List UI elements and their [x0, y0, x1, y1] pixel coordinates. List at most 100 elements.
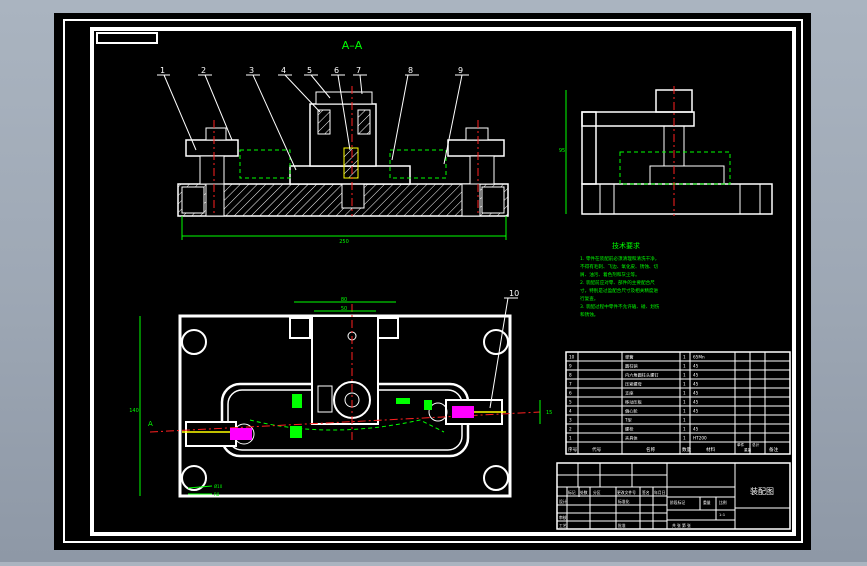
- tb-role-process: 工艺: [559, 523, 567, 528]
- side-bore: [599, 183, 615, 215]
- front-width-dim: 250: [339, 239, 349, 245]
- bom-cell-material: 45: [693, 427, 699, 432]
- plan-clamp-left: [185, 421, 237, 447]
- bom-cell-qty: 1: [683, 391, 686, 396]
- tech-requirements: 技术要求 1. 零件在装配前必须清理和清洗干净， 不得有毛刺、飞边、氧化皮、锈蚀…: [580, 241, 660, 318]
- balloon-1: 1: [160, 66, 165, 75]
- column-insert-right: [357, 109, 371, 135]
- sheet-outer-border: [63, 19, 803, 543]
- bom-cell-no: 2: [569, 427, 572, 432]
- bom-cell-qty: 1: [683, 409, 686, 414]
- bom-cell-qty: 1: [683, 355, 686, 360]
- bom-cell-qty: 1: [683, 400, 686, 405]
- bom-cell-name: 内六角圆柱头螺钉: [625, 372, 659, 379]
- balloon-10-leader: [489, 297, 509, 409]
- bom-cell-name: 夹具体: [625, 435, 638, 442]
- side-height-dim: 95: [559, 148, 565, 154]
- bom-header-weight: 重量: [744, 447, 752, 452]
- bom-cell-name: 压紧螺母: [625, 381, 642, 388]
- bom-cell-material: 45: [693, 364, 699, 369]
- plan-nut-left: [289, 317, 311, 339]
- bom-cell-material: 45: [693, 400, 699, 405]
- bom-cell-material: HT200: [693, 436, 707, 441]
- tech-req-line: 不得有毛刺、飞边、氧化皮、锈蚀、切: [580, 263, 659, 270]
- plan-locator-1: [292, 394, 302, 408]
- tech-req-title: 技术要求: [612, 241, 640, 250]
- bom-cell-material: 45: [693, 391, 699, 396]
- tb-role-review: 审核: [559, 515, 567, 520]
- bom-header-total-weight: 总计: [752, 442, 760, 447]
- tech-req-line: 1. 零件在装配前必须清理和清洗干净，: [580, 255, 659, 262]
- plan-view: 140 80 50 15 A Ø10 R8 10: [129, 289, 552, 498]
- tb-label-count: 处数: [580, 490, 588, 495]
- tech-req-line: 行复查。: [580, 295, 598, 302]
- bom-cell-material: 45: [693, 382, 699, 387]
- side-slot: [739, 183, 761, 215]
- column-top: [315, 91, 373, 105]
- bom-cell-qty: 1: [683, 382, 686, 387]
- section-mark: A: [148, 420, 153, 428]
- plan-locator-2: [290, 426, 302, 438]
- bom-cell-name: T型: [624, 417, 632, 423]
- bom-cell-no: 1: [569, 436, 572, 441]
- plan-locator-4: [424, 400, 432, 410]
- plan-clamp-right-nut: [428, 402, 448, 422]
- bom-header-no: 序号: [568, 446, 578, 453]
- balloon-2: 2: [201, 66, 206, 75]
- balloon-leaders: 1 2 3 4 5 6 7 8 9: [157, 66, 469, 171]
- bom-cell-no: 3: [569, 418, 572, 423]
- bom-cell-no: 7: [569, 382, 572, 387]
- plan-section-line: [149, 411, 541, 433]
- plan-locator-3: [396, 398, 410, 404]
- plan-nut-right: [377, 317, 399, 339]
- balloon-8: 8: [408, 66, 413, 75]
- workpiece-phantom-left: [239, 149, 291, 179]
- side-workpiece-phantom: [619, 151, 731, 185]
- drawing-sheet: [54, 13, 811, 550]
- bom-cell-material: 45: [693, 409, 699, 414]
- bom-cell-qty: 1: [683, 427, 686, 432]
- plan-corner-hole-br: [483, 465, 509, 491]
- section-title: A–A: [342, 39, 363, 52]
- bom-cell-no: 5: [569, 400, 572, 405]
- right-stud: [469, 155, 495, 185]
- bom-cell-qty: 1: [683, 418, 686, 423]
- plan-corner-hole-tl: [181, 329, 207, 355]
- tb-scale: 比例: [719, 500, 727, 505]
- plan-corner-hole-tr: [483, 329, 509, 355]
- base-slot-right: [461, 183, 481, 217]
- bom-cell-name: 圆柱销: [625, 363, 638, 370]
- bom-header-code: 代号: [592, 446, 602, 453]
- bom-cell-qty: 1: [683, 373, 686, 378]
- tech-req-line: 2. 装配前应对零、部件的主要配合尺: [580, 279, 655, 286]
- base-center-bore: [341, 183, 365, 209]
- bom-cell-name: 移动压板: [625, 399, 643, 406]
- plan-corner-hole-bl: [181, 465, 207, 491]
- tb-label-change-doc: 更改文件号: [617, 490, 636, 495]
- bom-cell-no: 9: [569, 364, 572, 369]
- balloon-3: 3: [249, 66, 254, 75]
- right-nut: [465, 127, 489, 141]
- bom-cell-qty: 1: [683, 364, 686, 369]
- bom-cell-name: 偏心轮: [625, 408, 638, 415]
- plan-spring-left: [230, 428, 252, 440]
- plan-top-dim-2: 50: [341, 306, 347, 312]
- tb-label-zone: 分区: [593, 490, 601, 495]
- balloon-5: 5: [307, 66, 312, 75]
- tech-req-line: 和锈蚀。: [580, 311, 598, 318]
- column-spring: [343, 147, 359, 179]
- balloon-10: 10: [509, 289, 519, 298]
- plan-top-dim-1: 80: [341, 297, 347, 303]
- tech-req-line: 3. 装配过程中零件不允许磕、碰、划伤: [580, 303, 660, 310]
- bom-cell-name: 弹簧: [625, 354, 633, 361]
- balloon-9: 9: [458, 66, 463, 75]
- workpiece-phantom-right: [389, 149, 447, 179]
- bom-cell-no: 4: [569, 409, 572, 414]
- front-section-view: 250: [177, 86, 509, 245]
- bom-header-material: 材料: [706, 446, 716, 453]
- plan-spring-right: [452, 406, 474, 418]
- bom-header-unit-weight: 单件: [737, 442, 745, 447]
- tech-req-line: 寸，特别是过盈配合尺寸及相关精度进: [580, 287, 659, 294]
